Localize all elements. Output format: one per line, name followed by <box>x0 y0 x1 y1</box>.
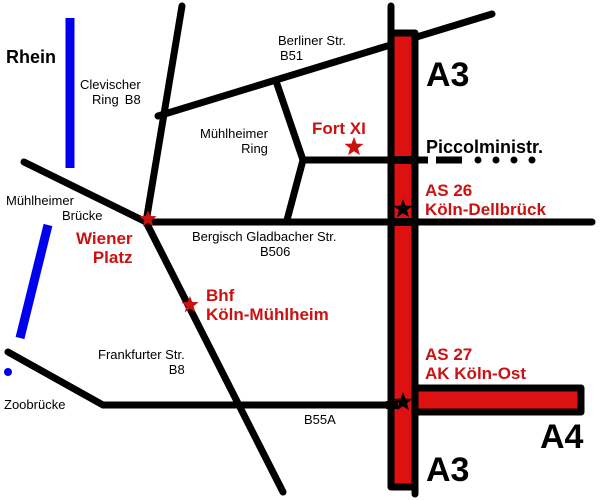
street-bergisch-label: Bergisch Gladbacher Str. B506 <box>192 229 337 259</box>
place-wiener-platz-name2: Platz <box>92 248 133 267</box>
street-zoobruecke-label: Zoobrücke <box>4 397 66 412</box>
street-berliner-label: Berliner Str. B51 <box>278 33 346 63</box>
street-muehlheimer-bruecke-name2: Brücke <box>62 208 103 223</box>
street-bergisch-ref: B506 <box>260 244 291 259</box>
place-as26-label: AS 26 Köln-Dellbrück <box>425 181 546 219</box>
street-clevischer-name: Clevischer <box>80 77 141 92</box>
place-bhf-label: Bhf Köln-Mühlheim <box>206 286 329 324</box>
place-as27-label: AS 27 AK Köln-Ost <box>425 345 526 383</box>
street-frankfurter-name: Frankfurter Str. <box>98 347 185 362</box>
street-frankfurter-label: Frankfurter Str. B8 <box>98 347 185 377</box>
motorway-a3-label-bottom: A3 <box>426 451 470 489</box>
overpass-zoobruecke <box>386 401 398 409</box>
as26-junction-star <box>393 199 413 218</box>
street-piccolomini-label: Piccolministr. <box>426 137 544 157</box>
place-as27-name: AS 27 <box>425 345 473 364</box>
wiener-platz-star <box>139 210 157 227</box>
street-muehlheimer-bruecke-label: Mühlheimer Brücke <box>6 193 102 223</box>
place-as26-name2: Köln-Dellbrück <box>425 200 546 219</box>
street-berliner-ref: B51 <box>280 48 304 63</box>
piccolomini-dot-2 <box>492 156 500 164</box>
bhf-star <box>181 296 199 313</box>
place-bhf-name: Bhf <box>206 286 235 305</box>
muehlheimer-ring-road <box>273 80 307 224</box>
motorway-a3-label-top: A3 <box>426 56 470 94</box>
street-muehlheimer-bruecke-name: Mühlheimer <box>6 193 74 208</box>
muehlheimer-bruecke-road <box>20 158 150 226</box>
street-b55a-label: B55A <box>304 412 336 427</box>
motorway-a4-road <box>411 384 585 416</box>
street-frankfurter-ref: B8 <box>168 362 185 377</box>
river-rhein-end <box>4 368 12 376</box>
place-wiener-platz-name: Wiener <box>76 229 133 248</box>
overpass-piccolomini <box>388 156 418 164</box>
piccolomini-dot-1 <box>474 156 482 164</box>
piccolomini-dot-4 <box>528 156 536 164</box>
street-clevischer-label: Clevischer Ring B8 <box>80 77 141 107</box>
street-clevischer-ref: B8 <box>124 92 141 107</box>
street-bergisch-name: Bergisch Gladbacher Str. <box>192 229 337 244</box>
motorway-a4-label: A4 <box>540 418 584 456</box>
berliner-str-road <box>154 10 496 120</box>
frankfurter-str-road <box>142 218 287 496</box>
as27-junction-star <box>393 392 413 411</box>
street-clevischer-name2: Ring <box>92 92 119 107</box>
fort-xi-star <box>344 137 364 156</box>
river-rhein-lower <box>15 223 53 340</box>
street-muehlheimer-ring-label: Mühlheimer Ring <box>200 126 268 156</box>
place-as26-name: AS 26 <box>425 181 473 200</box>
place-bhf-name2: Köln-Mühlheim <box>206 305 329 324</box>
street-muehlheimer-ring-name: Mühlheimer <box>200 126 268 141</box>
piccolomini-dot-3 <box>510 156 518 164</box>
zoobruecke-road <box>4 348 402 409</box>
place-as27-name2: AK Köln-Ost <box>425 364 527 383</box>
street-berliner-name: Berliner Str. <box>278 33 346 48</box>
overpass-bergisch <box>388 218 418 226</box>
motorway-a3-road <box>387 29 419 491</box>
place-wiener-platz-label: Wiener Platz <box>76 229 133 267</box>
river-rhein-label: Rhein <box>6 47 57 67</box>
place-fort-xi-label: Fort XI <box>312 119 366 138</box>
street-muehlheimer-ring-name2: Ring <box>241 141 268 156</box>
